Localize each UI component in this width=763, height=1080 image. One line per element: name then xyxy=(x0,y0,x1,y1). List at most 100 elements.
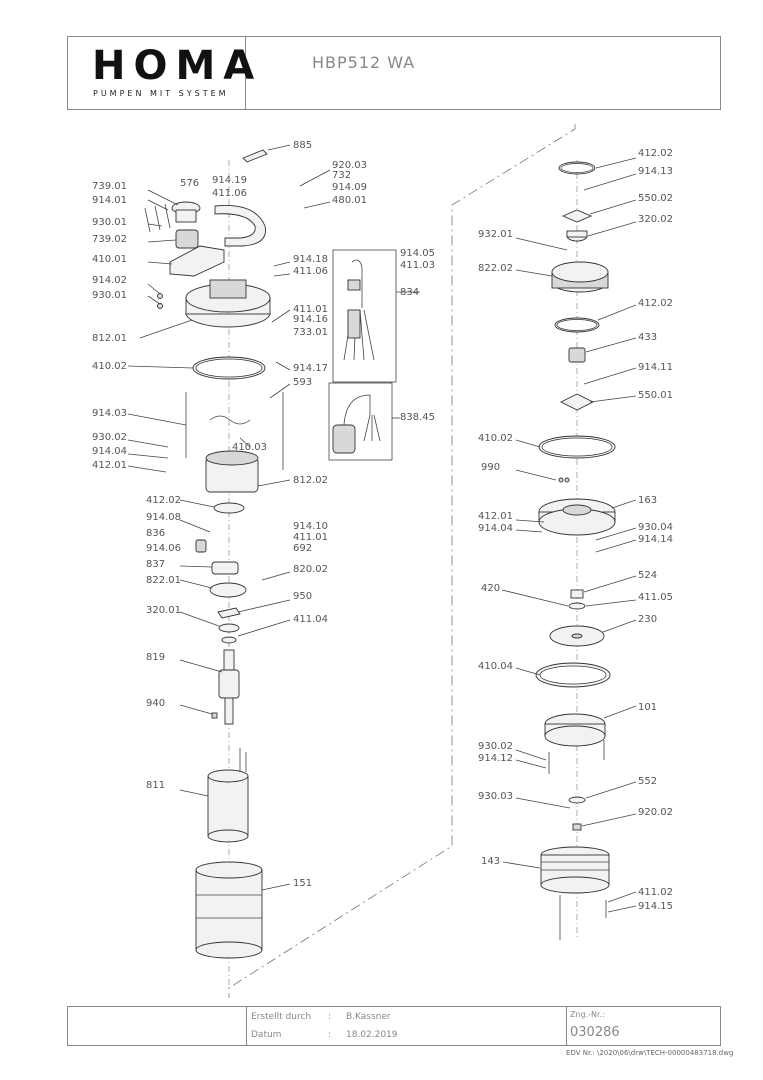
part-label: 739.01 xyxy=(92,181,127,192)
bolts-930-02 xyxy=(548,740,605,774)
drawing-no-label: Zng.-Nr.: xyxy=(570,1010,605,1019)
part-label: 930.03 xyxy=(478,791,513,802)
part-label: 914.15 xyxy=(638,901,673,912)
pipe-576 xyxy=(214,204,266,247)
part-label: 480.01 xyxy=(332,195,367,206)
part-label: 932.01 xyxy=(478,229,513,240)
part-label: 834 xyxy=(400,287,419,298)
part-label: 914.08 xyxy=(146,512,181,523)
part-label: 914.06 xyxy=(146,543,181,554)
part-label: 550.02 xyxy=(638,193,673,204)
box-834 xyxy=(332,249,397,383)
part-label: 410.02 xyxy=(92,361,127,372)
created-by-value: B.Kassner xyxy=(346,1012,391,1022)
cable-clip-885 xyxy=(242,149,268,163)
part-label: 822.02 xyxy=(478,263,513,274)
part-label: 812.01 xyxy=(92,333,127,344)
model-title: HBP512 WA xyxy=(312,53,416,72)
oring-412-02-mid xyxy=(554,317,600,333)
part-label: 576 xyxy=(180,178,199,189)
part-label: 410.03 xyxy=(232,442,267,453)
part-label: 732 xyxy=(332,170,351,181)
part-label: 812.02 xyxy=(293,475,328,486)
part-label: 914.14 xyxy=(638,534,673,545)
part-label: 914.04 xyxy=(478,523,513,534)
cable-410-03 xyxy=(209,415,251,425)
date-sep: : xyxy=(328,1030,332,1040)
created-by-label: Erstellt durch xyxy=(251,1012,312,1022)
part-label: 420 xyxy=(481,583,500,594)
part-label: 412.02 xyxy=(146,495,181,506)
part-label: 411.01 xyxy=(293,532,328,543)
impeller-230 xyxy=(549,625,605,647)
part-label: 914.13 xyxy=(638,166,673,177)
part-label: 914.05 xyxy=(400,248,435,259)
part-label: 930.02 xyxy=(478,741,513,752)
plate-550-02 xyxy=(561,209,593,223)
drawing-number: 030286 xyxy=(570,1025,620,1040)
nut-920-02 xyxy=(572,823,582,831)
part-label: 811 xyxy=(146,780,165,791)
part-label: 411.04 xyxy=(293,614,328,625)
part-label: 550.01 xyxy=(638,390,673,401)
part-label: 822.01 xyxy=(146,575,181,586)
part-label: 411.05 xyxy=(638,592,673,603)
part-837 xyxy=(211,561,239,575)
title-block-header xyxy=(67,36,721,110)
part-label: 733.01 xyxy=(293,327,328,338)
part-label: 930.02 xyxy=(92,432,127,443)
part-label: 950 xyxy=(293,591,312,602)
oring-410-02 xyxy=(192,356,266,380)
motor-cover-812-01 xyxy=(185,279,271,328)
part-label: 838.45 xyxy=(400,412,435,423)
shaft-rotor-819 xyxy=(218,649,240,725)
part-label: 320.02 xyxy=(638,214,673,225)
part-label: 930.01 xyxy=(92,217,127,228)
gasket-410-04 xyxy=(535,662,611,688)
part-label: 433 xyxy=(638,332,657,343)
part-label: 410.02 xyxy=(478,433,513,444)
part-label: 411.06 xyxy=(293,266,328,277)
housing-812-02 xyxy=(205,450,259,493)
part-label: 101 xyxy=(638,702,657,713)
casing-101 xyxy=(544,713,606,747)
part-label: 885 xyxy=(293,140,312,151)
part-label: 412.01 xyxy=(478,511,513,522)
part-label: 230 xyxy=(638,614,657,625)
created-by-sep: : xyxy=(328,1012,332,1022)
strainer-143 xyxy=(540,846,610,894)
part-label: 914.16 xyxy=(293,314,328,325)
drops-990 xyxy=(558,477,570,483)
cap-836 xyxy=(195,539,207,553)
part-552 xyxy=(568,796,586,804)
edv-path: EDV Nr.: \2020\06\drw\TECH-00000483718.d… xyxy=(566,1049,734,1057)
plate-822-01 xyxy=(209,582,247,598)
part-label: 914.02 xyxy=(92,275,127,286)
part-label: 412.01 xyxy=(92,460,127,471)
plate-822-02 xyxy=(551,261,609,293)
part-label: 151 xyxy=(293,878,312,889)
part-label: 411.02 xyxy=(638,887,673,898)
part-label: 320.01 xyxy=(146,605,181,616)
part-label: 914.01 xyxy=(92,195,127,206)
part-label: 820.02 xyxy=(293,564,328,575)
part-label: 692 xyxy=(293,543,312,554)
part-label: 914.09 xyxy=(332,182,367,193)
bearing-320-02 xyxy=(566,230,588,242)
part-label: 410.04 xyxy=(478,661,513,672)
part-label: 819 xyxy=(146,652,165,663)
footer-divider-2 xyxy=(566,1006,567,1046)
bracket-410-01 xyxy=(169,245,225,277)
part-label: 410.01 xyxy=(92,254,127,265)
date-value: 18.02.2019 xyxy=(346,1030,398,1040)
part-label: 990 xyxy=(481,462,500,473)
part-label: 914.03 xyxy=(92,408,127,419)
part-label: 914.10 xyxy=(293,521,328,532)
housing-163 xyxy=(538,498,616,536)
float-cable-834 xyxy=(343,259,375,361)
footer-divider-1 xyxy=(246,1006,247,1046)
cable-inlet-739 xyxy=(171,201,201,249)
bolts-left-top xyxy=(144,203,171,309)
leader-lines-left xyxy=(127,144,331,891)
